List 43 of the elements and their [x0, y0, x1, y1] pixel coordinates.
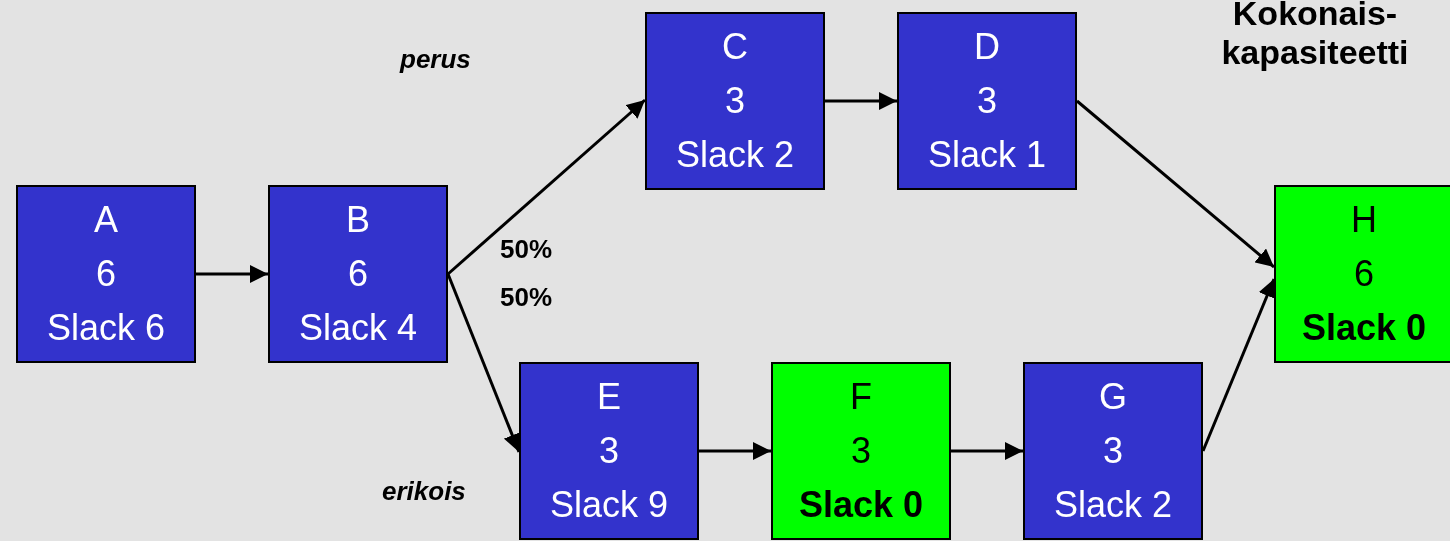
- activity-box: [645, 12, 825, 190]
- activity-duration: 3: [1103, 429, 1123, 473]
- slack-value: Slack 0: [1301, 306, 1427, 350]
- arrow: [699, 442, 771, 460]
- activity-duration: 6: [1354, 252, 1374, 296]
- arrow: [1076, 99, 1275, 269]
- activity-box: [771, 362, 951, 540]
- slack-value: Slack 6: [46, 306, 166, 350]
- slack-value: Slack 1: [927, 133, 1047, 177]
- arrow: [196, 265, 268, 283]
- activity-box: [1274, 185, 1450, 363]
- slack-value: Slack 2: [1053, 483, 1173, 527]
- slack-value: Slack 4: [298, 306, 418, 350]
- activity-duration: 3: [725, 79, 745, 123]
- probability-label: 50%: [500, 281, 553, 314]
- activity-box: [1023, 362, 1203, 540]
- activity-name: A: [94, 198, 118, 242]
- probability-label: 50%: [500, 233, 553, 266]
- arrow: [951, 442, 1023, 460]
- path-label: perus: [400, 43, 471, 76]
- activity-name: H: [1351, 198, 1377, 242]
- arrow: [825, 92, 897, 110]
- activity-duration: 3: [977, 79, 997, 123]
- path-label: erikois: [382, 475, 466, 508]
- activity-name: B: [346, 198, 370, 242]
- activity-duration: 6: [348, 252, 368, 296]
- activity-name: F: [850, 375, 872, 419]
- activity-name: E: [597, 375, 621, 419]
- activity-duration: 3: [851, 429, 871, 473]
- activity-box: [268, 185, 448, 363]
- activity-box: [16, 185, 196, 363]
- activity-name: G: [1099, 375, 1127, 419]
- activity-box: [897, 12, 1077, 190]
- slack-value: Slack 2: [675, 133, 795, 177]
- activity-name: C: [722, 25, 748, 69]
- slack-value: Slack 9: [549, 483, 669, 527]
- capacity-label: Kokonais-kapasiteetti: [1220, 0, 1410, 73]
- activity-box: [519, 362, 699, 540]
- activity-duration: 6: [96, 252, 116, 296]
- arrow: [447, 98, 646, 276]
- activity-duration: 3: [599, 429, 619, 473]
- activity-name: D: [974, 25, 1000, 69]
- slack-value: Slack 0: [798, 483, 924, 527]
